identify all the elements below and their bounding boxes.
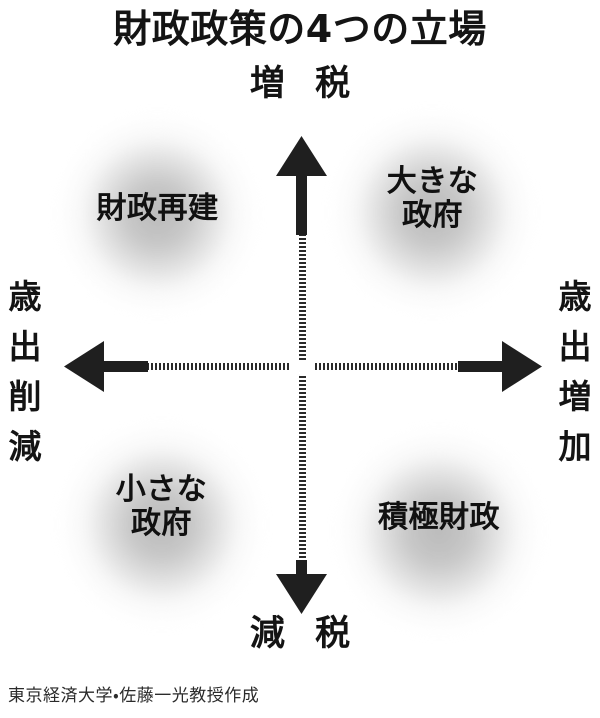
quadrant-blob-bottom-left bbox=[58, 422, 265, 627]
axis-line-horizontal-left bbox=[143, 363, 290, 370]
axis-label-spending-increase-char-3: 増 bbox=[558, 377, 592, 416]
quadrant-blob-top-left bbox=[55, 113, 260, 315]
axis-label-tax-increase: 増 税 bbox=[249, 64, 360, 104]
quadrant-label-aggressive-fiscal-policy: 積極財政 bbox=[378, 500, 500, 535]
page-title: 財政政策の4つの立場 bbox=[113, 7, 487, 51]
axis-line-vertical-upper bbox=[299, 230, 306, 360]
axis-label-spending-cut-char-2: 出 bbox=[8, 327, 42, 366]
quadrant-blob-bottom-right bbox=[335, 428, 543, 635]
arrow-left-icon bbox=[64, 341, 148, 392]
arrow-right-icon bbox=[458, 341, 542, 392]
quadrant-blob-top-right bbox=[330, 110, 535, 315]
axis-label-spending-increase-char-4: 加 bbox=[558, 427, 592, 466]
axis-label-spending-increase-char-1: 歳 bbox=[558, 277, 592, 316]
axis-label-spending-cut-char-4: 減 bbox=[8, 427, 42, 466]
axis-label-spending-cut-char-3: 削 bbox=[8, 377, 42, 416]
quadrant-label-fiscal-reconstruction: 財政再建 bbox=[96, 191, 219, 226]
arrow-up-icon bbox=[276, 136, 327, 235]
source-credit: 東京経済大学・佐藤一光教授作成 bbox=[8, 686, 260, 706]
quadrant-label-big-government: 大きな 政府 bbox=[386, 164, 479, 233]
quadrant-label-small-government: 小さな 政府 bbox=[115, 472, 208, 541]
axis-line-horizontal-right bbox=[315, 363, 463, 370]
axis-label-spending-increase-char-2: 出 bbox=[558, 327, 592, 366]
axis-label-spending-increase: 歳 出 増 加 bbox=[552, 272, 598, 472]
axis-line-vertical-lower bbox=[299, 376, 306, 568]
axis-label-spending-cut-char-1: 歳 bbox=[8, 277, 42, 316]
axis-label-tax-reduction: 減 税 bbox=[249, 614, 360, 654]
arrow-down-icon bbox=[276, 560, 327, 614]
axis-label-spending-cut: 歳 出 削 減 bbox=[2, 272, 48, 472]
